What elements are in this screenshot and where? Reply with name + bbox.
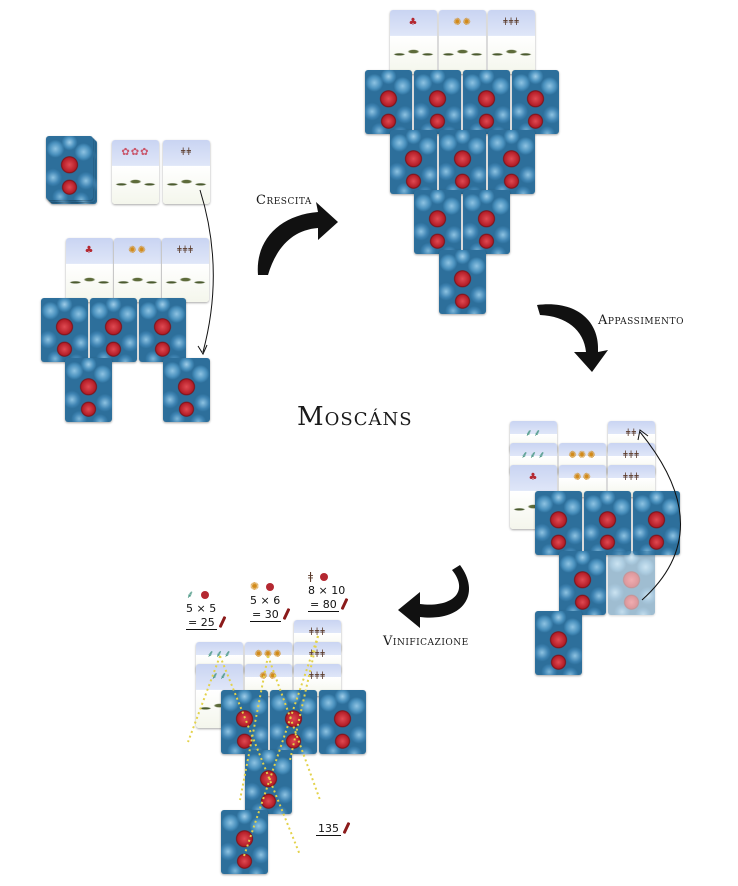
grape-card	[488, 130, 535, 194]
grape-card	[559, 551, 606, 615]
crescita-arrow	[257, 202, 338, 275]
sun-icon: ✺✺	[128, 245, 147, 256]
stem-icon: ǂǂǂ	[623, 450, 640, 461]
score-formula: 5 × 5	[186, 602, 217, 615]
sun-icon: ✺✺	[453, 17, 472, 28]
leaf-icon: ⸙⸙	[525, 428, 542, 439]
score-col2: ✺ 5 × 6 = 30	[250, 580, 291, 622]
cherry-icon: ♣	[84, 245, 95, 256]
grape-card	[221, 810, 268, 874]
score-result: = 25	[186, 616, 217, 630]
stem-icon: ǂ	[308, 570, 314, 583]
grape-card	[270, 690, 317, 754]
deck-card	[46, 136, 93, 200]
grape-card	[439, 250, 486, 314]
grape-card	[319, 690, 366, 754]
vine-card: ♣	[390, 10, 437, 74]
phase-label-appassimento: Appassimento	[598, 313, 684, 328]
stem-icon: ǂǂǂ	[309, 671, 326, 682]
grape-card	[365, 70, 412, 134]
grape-card	[139, 298, 186, 362]
leaf-icon: ⸙⸙⸙	[520, 450, 547, 461]
vine-card: ✿✿✿	[112, 140, 159, 204]
move-arrow-line	[639, 431, 681, 601]
stem-icon: ǂǂǂ	[623, 472, 640, 483]
stem-icon: ǂǂǂ	[177, 245, 194, 256]
grape-card	[41, 298, 88, 362]
flower-icon: ✿✿✿	[121, 147, 150, 158]
cherry-icon: ♣	[528, 472, 539, 483]
sun-icon: ✺✺	[573, 472, 592, 483]
grape-card	[245, 750, 292, 814]
vine-card: ✺✺	[439, 10, 486, 74]
vine-card: ♣	[66, 238, 113, 302]
grape-card	[463, 190, 510, 254]
score-total: 135	[316, 821, 351, 836]
grape-card	[439, 130, 486, 194]
score-col3: ǂ 8 × 10 = 80	[308, 570, 349, 612]
leaf-icon: ⸙⸙⸙	[206, 649, 233, 660]
cherry-icon: ♣	[408, 17, 419, 28]
grape-card	[163, 358, 210, 422]
grape-icon	[320, 573, 329, 581]
stem-icon: ǂǂǂ	[309, 627, 326, 638]
vine-card: ✺✺	[114, 238, 161, 302]
grape-card	[584, 491, 631, 555]
sun-icon: ✺✺✺	[254, 649, 283, 660]
stem-icon: ǂǂǂ	[503, 17, 520, 28]
grape-icon	[201, 591, 210, 599]
sun-icon: ✺✺✺	[568, 450, 597, 461]
leaf-icon: ⸙	[186, 588, 195, 601]
grape-card	[633, 491, 680, 555]
sun-icon: ✺✺	[259, 671, 278, 682]
grape-card	[65, 358, 112, 422]
vine-card: ǂǂǂ	[488, 10, 535, 74]
game-title: Moscáns	[297, 402, 413, 432]
score-formula: 8 × 10	[308, 584, 346, 597]
stem-icon: ǂǂ	[180, 147, 193, 158]
grape-card	[414, 190, 461, 254]
grape-card	[535, 491, 582, 555]
move-arrow-head	[197, 344, 208, 356]
grape-card	[512, 70, 559, 134]
stem-icon: ǂǂ	[625, 428, 638, 439]
grape-card	[221, 690, 268, 754]
score-formula: 5 × 6	[250, 594, 281, 607]
score-col1: ⸙ 5 × 5 = 25	[186, 588, 227, 630]
appassimento-arrow	[537, 304, 608, 372]
score-result: = 80	[308, 598, 339, 612]
grape-card	[414, 70, 461, 134]
scoring-lines	[187, 635, 321, 857]
phase-label-vinificazione: Vinificazione	[383, 634, 469, 649]
phase-label-crescita: Crescita	[256, 193, 312, 208]
vinificazione-arrow	[398, 565, 470, 628]
score-result: = 30	[250, 608, 281, 622]
grape-card	[463, 70, 510, 134]
score-total-value: 135	[316, 822, 341, 836]
stem-icon: ǂǂǂ	[309, 649, 326, 660]
move-arrow-head	[637, 429, 649, 441]
move-arrow-line	[199, 189, 214, 353]
grape-card	[390, 130, 437, 194]
vine-card: ǂǂ	[163, 140, 210, 204]
leaf-icon: ⸙⸙	[211, 671, 228, 682]
grape-card	[90, 298, 137, 362]
vine-card: ǂǂǂ	[162, 238, 209, 302]
grape-icon	[266, 583, 275, 591]
sun-icon: ✺	[250, 580, 260, 593]
grape-card-removed	[608, 551, 655, 615]
grape-card	[535, 611, 582, 675]
